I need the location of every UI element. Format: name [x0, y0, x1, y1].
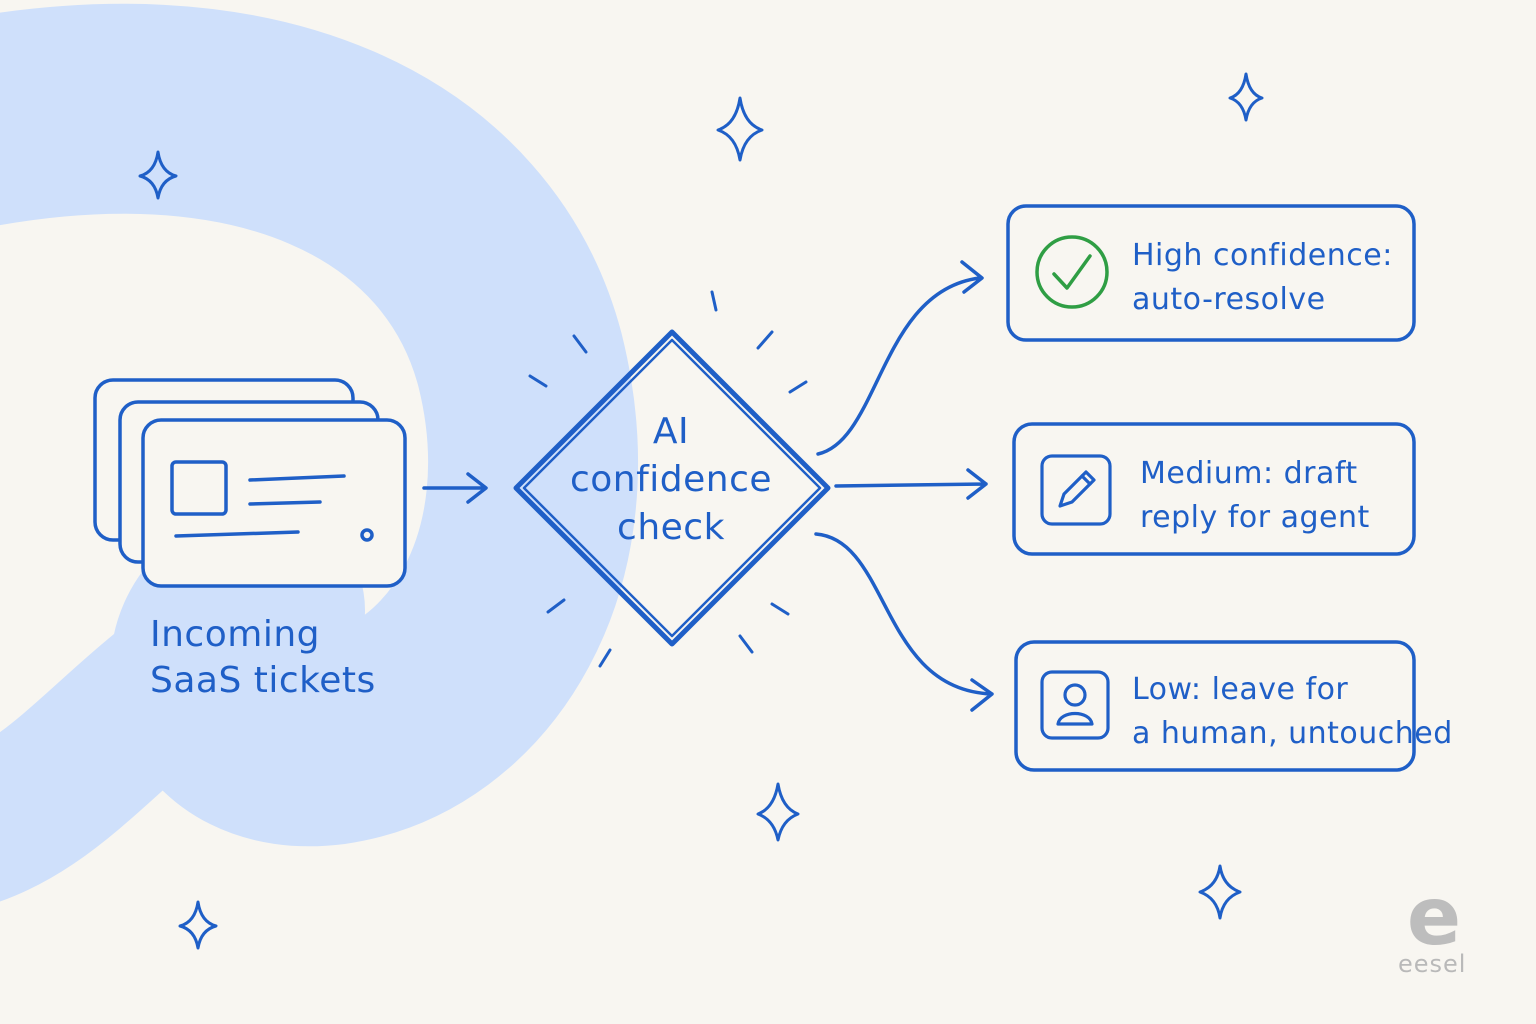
- emphasis-marks: [528, 290, 808, 668]
- outcome-low-line2: a human, untouched: [1132, 716, 1453, 751]
- sparkle-icon: [1228, 72, 1264, 122]
- sparkle-icon: [138, 150, 178, 200]
- outcome-high-line2: auto-resolve: [1132, 282, 1326, 317]
- arrow-to-check: [422, 472, 488, 504]
- sparkle-icon: [178, 900, 218, 950]
- outcome-medium-line1: Medium: draft: [1140, 456, 1358, 491]
- background-swirl-tail: [0, 565, 315, 901]
- decision-label-line3: check: [617, 507, 725, 548]
- outcome-high-line1: High confidence:: [1132, 238, 1393, 273]
- sparkle-icon: [716, 96, 764, 162]
- check-circle-icon: [1035, 235, 1109, 309]
- outcome-label-high: High confidence: auto-resolve: [1132, 234, 1393, 322]
- arrow-low: [814, 532, 994, 712]
- pencil-icon: [1040, 454, 1112, 526]
- person-icon: [1040, 670, 1110, 740]
- arrow-medium: [834, 468, 988, 500]
- outcome-box-low: [1014, 640, 1416, 772]
- outcome-label-low: Low: leave for a human, untouched: [1132, 668, 1453, 756]
- brand-name: eesel: [1398, 950, 1467, 978]
- outcome-box-high: [1006, 204, 1416, 342]
- outcome-medium-line2: reply for agent: [1140, 500, 1370, 535]
- source-label-line2: SaaS tickets: [150, 660, 376, 701]
- source-label: Incoming SaaS tickets: [150, 612, 376, 704]
- decision-label-line1: AI: [652, 411, 690, 452]
- arrow-high: [816, 260, 984, 456]
- source-label-line1: Incoming: [150, 614, 320, 655]
- decision-diamond: [513, 329, 831, 647]
- outcome-label-medium: Medium: draft reply for agent: [1140, 452, 1370, 540]
- decision-label: AI confidence check: [560, 408, 782, 552]
- decision-label-line2: confidence: [569, 459, 773, 500]
- brand-mark: e: [1407, 870, 1461, 963]
- sparkle-icon: [756, 782, 800, 842]
- sparkle-icon: [1198, 864, 1242, 920]
- ticket-stack-icon: [93, 378, 407, 588]
- outcome-box-medium: [1012, 422, 1416, 556]
- outcome-low-line1: Low: leave for: [1132, 672, 1349, 707]
